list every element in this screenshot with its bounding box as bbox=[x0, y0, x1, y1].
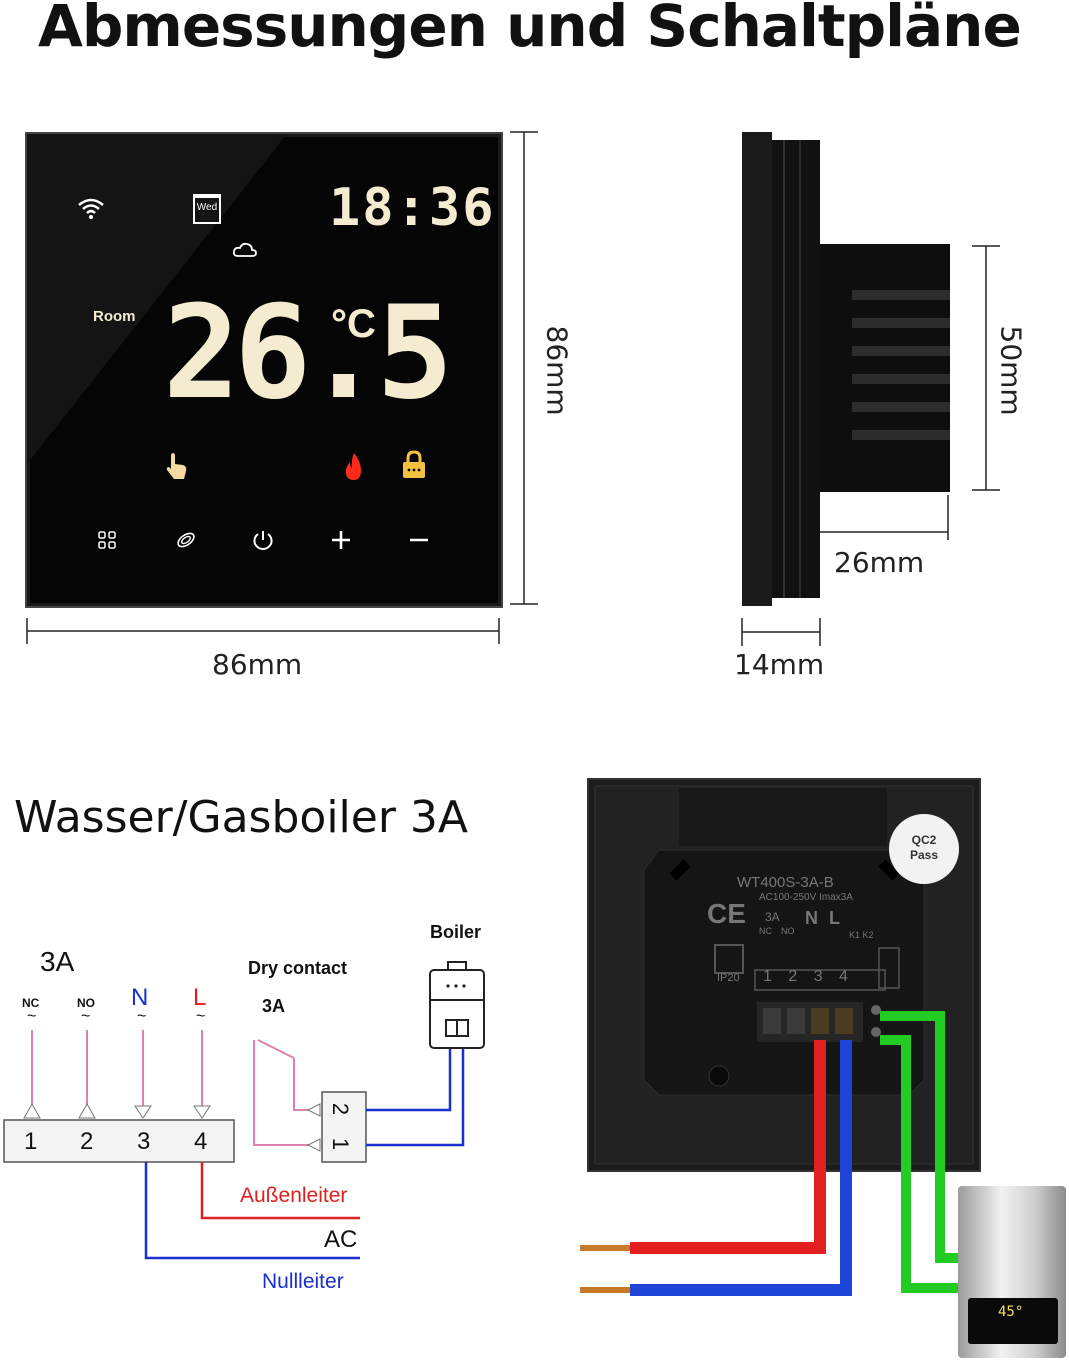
boiler-display: 45° bbox=[998, 1304, 1024, 1320]
label-nc: NC bbox=[22, 996, 40, 1010]
label-no: NO bbox=[77, 996, 95, 1010]
neutral-label: Nullleiter bbox=[262, 1270, 344, 1293]
model-label: WT400S-3A-B bbox=[737, 874, 834, 891]
room-label: Room bbox=[93, 308, 136, 325]
menu-grid-icon[interactable] bbox=[97, 530, 117, 550]
cloud-icon bbox=[233, 242, 257, 257]
back-no-label: NO bbox=[781, 926, 795, 936]
tilde-4: ~ bbox=[196, 1008, 206, 1025]
qc-line2: Pass bbox=[909, 848, 939, 862]
wifi-icon bbox=[78, 198, 104, 219]
flame-icon bbox=[345, 453, 361, 480]
back-rating-label: AC100-250V Imax3A bbox=[759, 892, 853, 903]
back-amp-label: 3A bbox=[765, 910, 780, 924]
back-terminals-label: 1 2 3 4 bbox=[763, 968, 854, 985]
plus-icon[interactable] bbox=[330, 529, 352, 551]
tilde-2: ~ bbox=[81, 1008, 91, 1025]
page-title: Abmessungen und Schaltpläne bbox=[38, 0, 1022, 60]
rating-label: 3A bbox=[40, 946, 75, 977]
thermostat-side-view bbox=[742, 132, 950, 606]
boiler-label: Boiler bbox=[430, 922, 482, 942]
ce-mark: CE bbox=[707, 898, 746, 929]
boiler-unit: 45° bbox=[958, 1186, 1066, 1358]
terminal-2: 2 bbox=[80, 1128, 94, 1155]
wiring-title: Wasser/Gasboiler 3A bbox=[14, 792, 469, 843]
minus-icon[interactable] bbox=[408, 529, 430, 551]
temperature-display: 26.5 bbox=[163, 279, 453, 428]
terminal-4: 4 bbox=[194, 1128, 208, 1155]
label-l: L bbox=[193, 984, 207, 1011]
lock-icon bbox=[403, 450, 425, 478]
thermostat-back: QC2 Pass WT400S-3A-B AC100-250V Imax3A C… bbox=[587, 778, 981, 1172]
label-n: N bbox=[131, 984, 149, 1011]
boiler-display-panel: 45° bbox=[968, 1298, 1058, 1344]
back-n-label: N bbox=[805, 908, 818, 928]
tilde-3: ~ bbox=[137, 1008, 147, 1025]
hand-icon bbox=[166, 453, 187, 479]
ip-label: IP20 bbox=[717, 972, 740, 984]
clock-display: 18:36 bbox=[329, 178, 496, 238]
terminal-1: 1 bbox=[24, 1128, 38, 1155]
dry-rating-label: 3A bbox=[262, 996, 286, 1016]
dimension-lines bbox=[26, 131, 1000, 646]
front-width-label: 86mm bbox=[212, 648, 303, 681]
side-plate-label: 14mm bbox=[734, 648, 825, 681]
dry-contact-label: Dry contact bbox=[248, 958, 348, 978]
side-depth-label: 26mm bbox=[834, 546, 925, 579]
back-nc-label: NC bbox=[759, 926, 772, 936]
qc-pass-sticker: QC2 Pass bbox=[889, 814, 959, 884]
fan-icon[interactable] bbox=[175, 530, 197, 550]
back-k-label: K1 K2 bbox=[849, 930, 874, 940]
back-l-label: L bbox=[829, 908, 840, 928]
tilde-1: ~ bbox=[27, 1008, 37, 1025]
phase-label: Außenleiter bbox=[240, 1184, 348, 1207]
calendar-icon: Wed bbox=[193, 194, 221, 224]
qc-line1: QC2 bbox=[911, 833, 937, 847]
temperature-unit: °C bbox=[331, 302, 376, 346]
ac-label: AC bbox=[324, 1226, 358, 1253]
thermostat-front: Wed 18:36 Room 26.5 °C bbox=[25, 132, 503, 608]
day-label: Wed bbox=[196, 202, 218, 213]
power-icon[interactable] bbox=[252, 529, 274, 551]
terminal-3: 3 bbox=[137, 1128, 151, 1155]
